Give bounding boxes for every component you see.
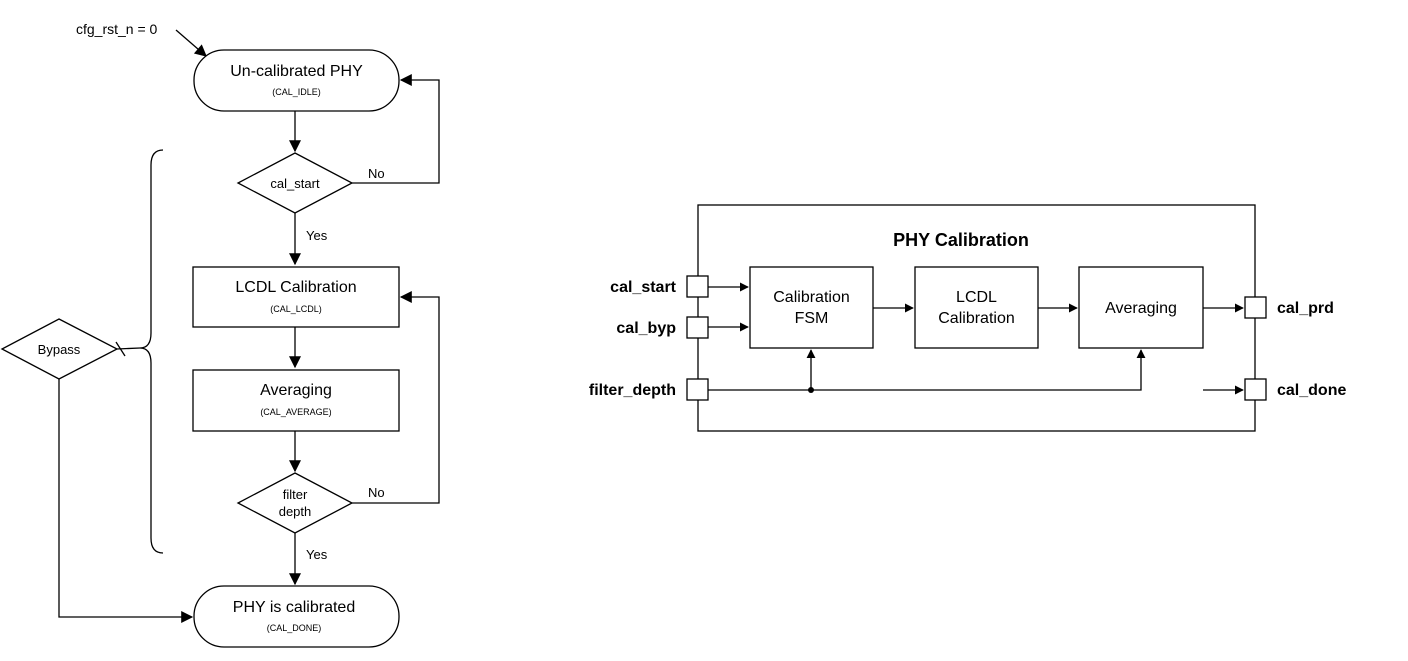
state-averaging-shape bbox=[192, 369, 400, 432]
decision-filter-depth: filter depth bbox=[236, 472, 354, 534]
block-calibration-fsm: Calibration FSM bbox=[749, 266, 874, 349]
state-uncalibrated-title: Un-calibrated PHY bbox=[230, 63, 363, 80]
state-uncalibrated-code: (CAL_IDLE) bbox=[272, 87, 321, 97]
decision-filter-depth-no: No bbox=[368, 485, 385, 500]
arrow-bypass-to-done bbox=[58, 379, 194, 623]
state-calibrated-title: PHY is calibrated bbox=[233, 599, 355, 616]
calibration-flowchart: cfg_rst_n = 0 Un-calibrated PHY (CAL_IDL… bbox=[0, 21, 440, 648]
state-calibrated-shape bbox=[193, 585, 400, 648]
block-fsm-line2: FSM bbox=[795, 310, 829, 327]
state-uncalibrated: Un-calibrated PHY (CAL_IDLE) bbox=[193, 49, 400, 112]
block-averaging: Averaging bbox=[1078, 266, 1204, 349]
block-averaging-line1: Averaging bbox=[1105, 300, 1177, 317]
reset-label: cfg_rst_n = 0 bbox=[76, 21, 158, 37]
port-cal-prd bbox=[1244, 296, 1267, 319]
block-lcdl-line2: Calibration bbox=[938, 310, 1014, 327]
port-label-cal-prd: cal_prd bbox=[1277, 300, 1334, 317]
decision-filter-depth-line2: depth bbox=[279, 504, 312, 519]
port-label-filter-depth: filter_depth bbox=[589, 382, 676, 399]
bypass-tick bbox=[115, 341, 126, 357]
phy-calibration-block: PHY Calibration cal_start cal_byp filter… bbox=[589, 204, 1346, 432]
wire-filter-depth-to-avg bbox=[708, 349, 1146, 391]
state-lcdl-code: (CAL_LCDL) bbox=[270, 304, 322, 314]
state-averaging-title: Averaging bbox=[260, 382, 332, 399]
bypass-brace bbox=[139, 149, 164, 554]
arrow-filter-no-loop bbox=[352, 291, 440, 504]
port-cal-start bbox=[686, 275, 709, 298]
port-cal-byp bbox=[686, 316, 709, 339]
port-cal-done bbox=[1244, 378, 1267, 401]
block-fsm-line1: Calibration bbox=[773, 289, 849, 306]
state-lcdl-title: LCDL Calibration bbox=[235, 279, 356, 296]
junction-dot bbox=[808, 387, 814, 393]
decision-bypass: Bypass bbox=[0, 318, 119, 380]
decision-bypass-label: Bypass bbox=[38, 342, 81, 357]
port-filter-depth bbox=[686, 378, 709, 401]
decision-filter-depth-shape bbox=[236, 472, 354, 534]
decision-filter-depth-line1: filter bbox=[283, 487, 308, 502]
phy-calibration-title: PHY Calibration bbox=[893, 230, 1029, 250]
block-averaging-shape bbox=[1078, 266, 1204, 349]
block-lcdl-shape bbox=[914, 266, 1039, 349]
port-label-cal-start: cal_start bbox=[610, 279, 676, 296]
decision-cal-start: cal_start bbox=[236, 152, 354, 214]
port-label-cal-done: cal_done bbox=[1277, 382, 1346, 399]
decision-cal-start-label: cal_start bbox=[270, 176, 320, 191]
decision-cal-start-no: No bbox=[368, 166, 385, 181]
state-averaging-code: (CAL_AVERAGE) bbox=[260, 407, 331, 417]
state-uncalibrated-shape bbox=[193, 49, 400, 112]
block-lcdl-line1: LCDL bbox=[956, 289, 997, 306]
decision-cal-start-yes: Yes bbox=[306, 228, 328, 243]
block-lcdl-calibration: LCDL Calibration bbox=[914, 266, 1039, 349]
state-averaging: Averaging (CAL_AVERAGE) bbox=[192, 369, 400, 432]
state-calibrated-code: (CAL_DONE) bbox=[267, 623, 322, 633]
state-lcdl-shape bbox=[192, 266, 400, 328]
port-label-cal-byp: cal_byp bbox=[616, 320, 676, 337]
decision-filter-depth-yes: Yes bbox=[306, 547, 328, 562]
reset-arrow bbox=[175, 29, 207, 57]
state-calibrated: PHY is calibrated (CAL_DONE) bbox=[193, 585, 400, 648]
block-fsm-shape bbox=[749, 266, 874, 349]
state-lcdl-calibration: LCDL Calibration (CAL_LCDL) bbox=[192, 266, 400, 328]
arrow-calstart-no-loop bbox=[352, 74, 440, 184]
